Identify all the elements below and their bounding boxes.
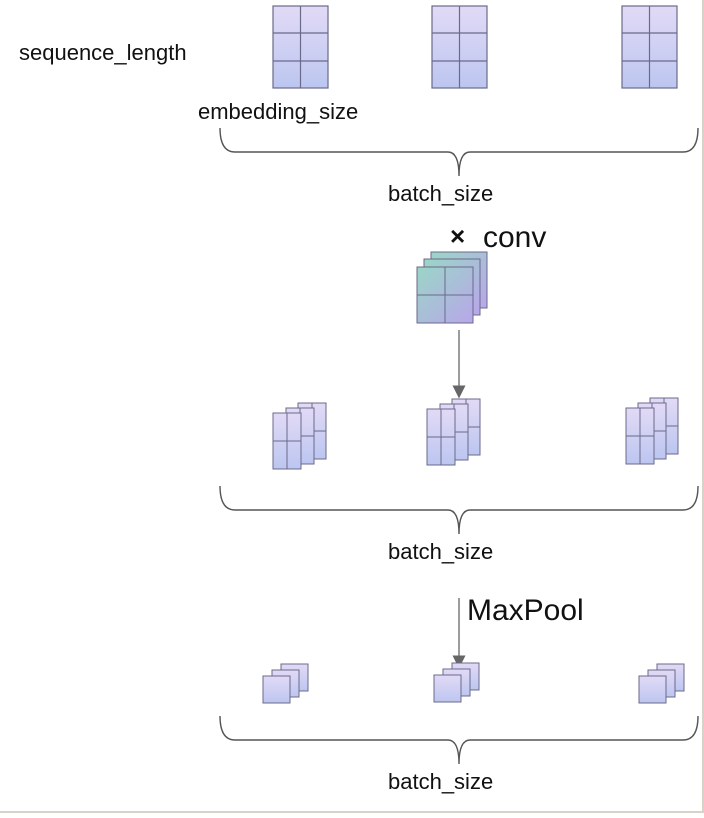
batch-brace-2 (219, 485, 699, 535)
embedding-matrix-1 (272, 5, 329, 89)
feature-map-stack-1 (272, 402, 327, 470)
embedding-matrix-2 (431, 5, 488, 89)
batch-size-label-3: batch_size (388, 769, 494, 794)
embedding-size-label: embedding_size (198, 99, 359, 124)
batch-size-label-1: batch_size (388, 181, 494, 206)
feature-map-stack-2 (426, 398, 481, 466)
conv-kernel-stack (416, 251, 488, 324)
embedding-matrix-3 (621, 5, 678, 89)
batch-size-label-2: batch_size (388, 539, 494, 564)
batch-brace-1 (219, 127, 699, 177)
maxpool-label: MaxPool (467, 594, 584, 627)
pooled-stack-3 (638, 663, 685, 704)
pooled-stack-2 (433, 662, 480, 703)
conv-times-symbol: × (450, 221, 466, 251)
conv-label: conv (483, 221, 547, 254)
batch-brace-3 (219, 715, 699, 765)
pooled-stack-1 (262, 663, 309, 704)
sequence-length-label: sequence_length (19, 40, 187, 65)
feature-map-stack-3 (625, 397, 679, 465)
